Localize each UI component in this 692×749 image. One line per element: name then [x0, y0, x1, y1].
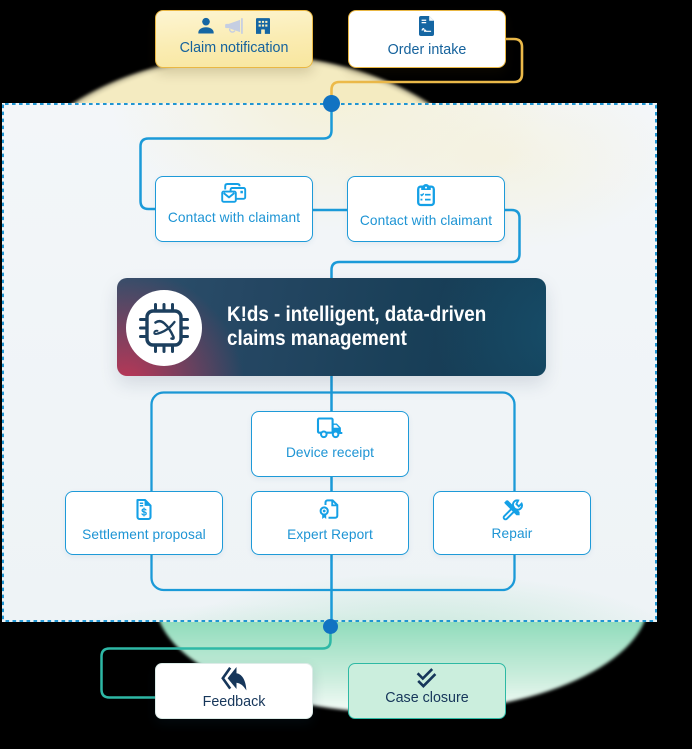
svg-text:$: $	[141, 507, 147, 519]
